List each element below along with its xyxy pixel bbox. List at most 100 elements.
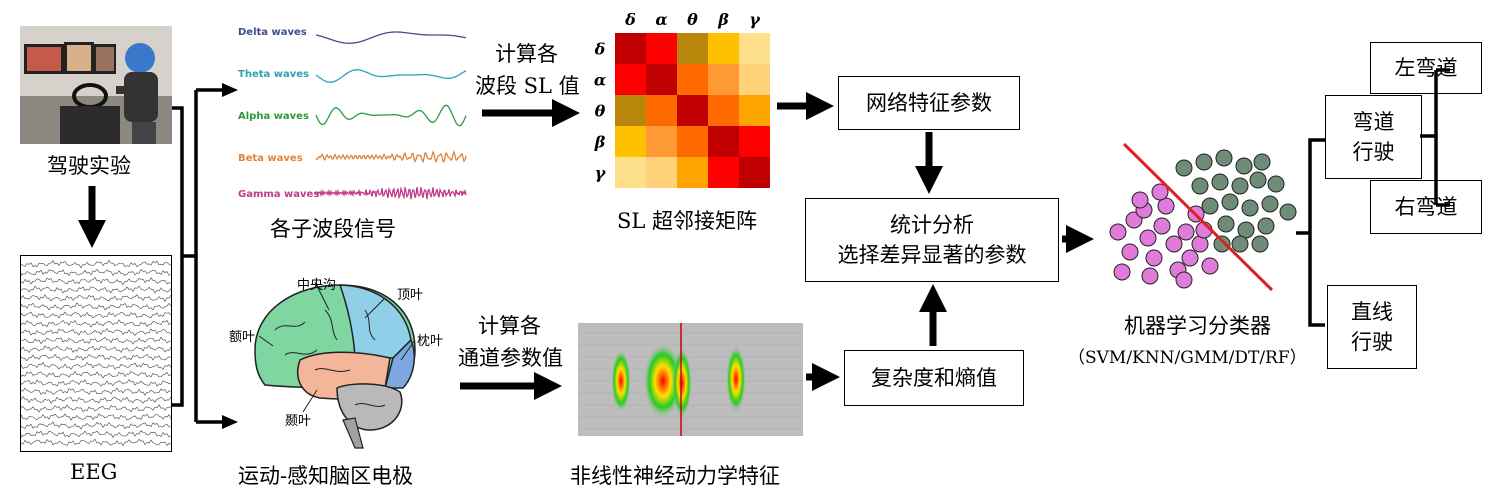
arrow-sl-line1: 计算各 bbox=[495, 42, 558, 66]
eeg-trace bbox=[20, 319, 172, 328]
brain-label-frontal: 额叶 bbox=[229, 330, 256, 345]
wave-trace-1 bbox=[315, 69, 467, 83]
eeg-label: EEG bbox=[70, 460, 118, 484]
scatter-point-class-a bbox=[1151, 183, 1169, 201]
brace-curve-split bbox=[1420, 68, 1450, 207]
matrix-cell bbox=[739, 64, 770, 95]
eeg-trace bbox=[20, 259, 172, 269]
scatter-point-class-b bbox=[1201, 197, 1219, 215]
eeg-trace bbox=[20, 311, 172, 319]
brain-caption: 运动-感知脑区电极 bbox=[238, 464, 414, 488]
stats-line2: 选择差异显著的参数 bbox=[837, 243, 1027, 267]
complexity-label: 复杂度和熵值 bbox=[871, 366, 997, 390]
brace-eeg-split bbox=[172, 88, 222, 424]
output-curve-line2: 行驶 bbox=[1352, 140, 1395, 164]
matrix-cell bbox=[677, 157, 708, 188]
eeg-trace bbox=[20, 285, 172, 294]
matrix-cell bbox=[646, 33, 677, 64]
scatter-point-class-b bbox=[1213, 235, 1231, 253]
matrix-col-label: δ bbox=[624, 10, 636, 29]
output-left-curve-label: 左弯道 bbox=[1394, 56, 1458, 80]
brain-label-central-sulcus: 中央沟 bbox=[297, 278, 337, 293]
network-features-box: 网络特征参数 bbox=[838, 76, 1020, 130]
output-curve-line1: 弯道 bbox=[1352, 110, 1395, 134]
scatter-point-class-b bbox=[1175, 159, 1193, 177]
matrix-cell bbox=[677, 95, 708, 126]
matrix-row-label: δ bbox=[594, 40, 606, 59]
matrix-cell bbox=[646, 157, 677, 188]
scatter-point-class-a bbox=[1121, 243, 1139, 261]
brain-label-temporal: 颞叶 bbox=[285, 414, 312, 429]
matrix-cell bbox=[615, 33, 646, 64]
eeg-trace bbox=[20, 370, 172, 379]
stats-box: 统计分析 选择差异显著的参数 bbox=[805, 198, 1059, 282]
matrix-cell bbox=[708, 64, 739, 95]
output-right-curve-label: 右弯道 bbox=[1394, 195, 1458, 219]
scatter-point-class-b bbox=[1217, 215, 1235, 233]
matrix-cell bbox=[677, 64, 708, 95]
matrix-cell bbox=[615, 64, 646, 95]
driving-photo bbox=[20, 26, 172, 144]
brace-arrowhead-bottom bbox=[222, 415, 238, 429]
eeg-trace bbox=[20, 336, 172, 345]
arrow-sl-line2: 波段 SL 值 bbox=[475, 74, 580, 98]
scatter-point-class-b bbox=[1241, 199, 1259, 217]
output-curve-box: 弯道 行驶 bbox=[1325, 95, 1422, 179]
brace-classifier-outputs bbox=[1296, 138, 1325, 327]
wave-trace-0 bbox=[315, 31, 467, 44]
arrow-channel-line2: 通道参数值 bbox=[458, 346, 563, 370]
scatter-point-class-b bbox=[1221, 193, 1239, 211]
classifier-line1: 机器学习分类器 bbox=[1124, 314, 1271, 338]
scatter-point-class-b bbox=[1211, 173, 1229, 191]
scatter-point-class-b bbox=[1191, 177, 1209, 195]
wave-name-delta: Delta waves bbox=[238, 27, 307, 38]
matrix-row-label: γ bbox=[595, 164, 607, 183]
scatter-point-class-b bbox=[1249, 171, 1267, 189]
nonlinear-caption: 非线性神经动力学特征 bbox=[570, 464, 780, 488]
output-right-curve-box: 右弯道 bbox=[1370, 180, 1482, 234]
matrix-cell bbox=[646, 64, 677, 95]
complexity-box: 复杂度和熵值 bbox=[844, 350, 1024, 406]
brain-image: 中央沟 顶叶 额叶 枕叶 颞叶 bbox=[225, 270, 445, 460]
matrix-row-label: α bbox=[594, 71, 606, 90]
output-straight-line1: 直线 bbox=[1351, 300, 1393, 324]
matrix-cell bbox=[708, 95, 739, 126]
eeg-trace bbox=[20, 361, 172, 371]
nonlinear-heatmap bbox=[578, 323, 803, 436]
scatter-point-class-b bbox=[1235, 157, 1253, 175]
scatter-point-class-a bbox=[1139, 229, 1157, 247]
decision-boundary bbox=[1122, 142, 1274, 292]
eeg-trace bbox=[20, 387, 172, 396]
eeg-trace bbox=[20, 302, 172, 311]
scatter-point-class-a bbox=[1113, 263, 1131, 281]
scatter-point-class-a bbox=[1165, 235, 1183, 253]
scatter-point-class-a bbox=[1131, 191, 1149, 209]
output-straight-box: 直线 行驶 bbox=[1327, 285, 1417, 369]
wave-trace-4 bbox=[315, 186, 467, 200]
matrix-row-label: θ bbox=[595, 102, 606, 121]
scatter-point-class-b bbox=[1231, 177, 1249, 195]
scatter-point-class-a bbox=[1109, 223, 1127, 241]
matrix-cell bbox=[708, 157, 739, 188]
scatter-point-class-b bbox=[1267, 175, 1285, 193]
scatter-point-class-b bbox=[1261, 195, 1279, 213]
scatter-point-class-b bbox=[1253, 153, 1271, 171]
matrix-cell bbox=[615, 95, 646, 126]
matrix-col-label: β bbox=[717, 10, 729, 29]
matrix-cell bbox=[739, 126, 770, 157]
classifier-scatter bbox=[1100, 140, 1300, 300]
wave-name-beta: Beta waves bbox=[238, 153, 303, 164]
matrix-cell bbox=[615, 157, 646, 188]
eeg-trace bbox=[20, 378, 172, 387]
matrix-col-label: θ bbox=[687, 10, 698, 29]
matrix-cell bbox=[708, 126, 739, 157]
brain-label-parietal: 顶叶 bbox=[397, 288, 424, 303]
wave-name-alpha: Alpha waves bbox=[238, 111, 309, 122]
subband-caption: 各子波段信号 bbox=[270, 217, 396, 241]
matrix-cell bbox=[646, 126, 677, 157]
scatter-point-class-a bbox=[1153, 217, 1171, 235]
subband-waves: Delta waves Theta waves Alpha waves Beta… bbox=[228, 15, 478, 210]
scatter-point-class-b bbox=[1231, 235, 1249, 253]
scatter-point-class-a bbox=[1175, 271, 1193, 289]
